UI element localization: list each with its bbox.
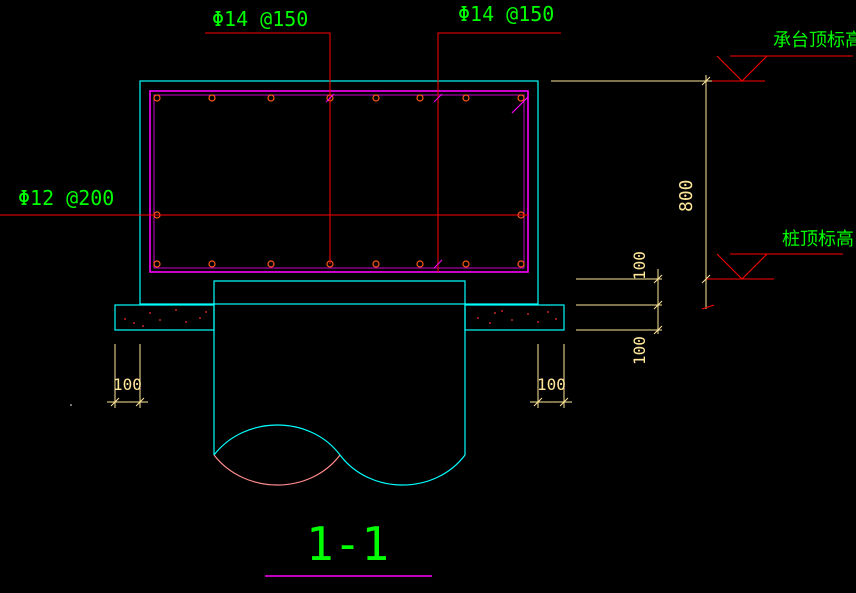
pile-outline — [213, 280, 466, 455]
rebar-dot — [267, 260, 275, 268]
rebar-dot — [462, 94, 470, 102]
bedding-right — [464, 304, 565, 331]
stray-point — [70, 404, 72, 406]
rebar-cage — [149, 90, 529, 273]
bedding-slabs — [114, 304, 565, 331]
top-bar-left-label: Φ14 @150 — [212, 7, 308, 31]
leader-lines — [0, 32, 853, 280]
section-title: 1-1 — [306, 517, 389, 571]
pile-break-right — [339, 454, 466, 486]
rebar-dot — [372, 260, 380, 268]
elevation-markers — [716, 55, 768, 280]
rebar-dot — [416, 94, 424, 102]
rebar-dot — [517, 94, 525, 102]
rebar-dot — [267, 94, 275, 102]
pile-elevation-triangle — [716, 253, 768, 280]
top-bar-right-label: Φ14 @150 — [458, 2, 554, 26]
rebar-dot — [416, 260, 424, 268]
dimensions — [107, 75, 715, 408]
pile-break-lower — [213, 454, 341, 486]
dim-left-bottom-label: 100 — [113, 375, 142, 394]
dim-right-lower-label: 100 — [630, 336, 649, 365]
pile-top-elevation-label: 桩顶标高 — [782, 229, 854, 250]
rebar-dot — [517, 260, 525, 268]
rebar-dot — [208, 94, 216, 102]
tick-mark — [433, 259, 443, 269]
rebar-dot — [208, 260, 216, 268]
rebar-dot — [462, 260, 470, 268]
corner-hook — [511, 96, 529, 114]
dim-right-bottom-label: 100 — [537, 375, 566, 394]
leader-top-left — [205, 32, 331, 264]
cap-top-elevation-label: 承台顶标高 — [773, 30, 856, 51]
dim-height-label: 800 — [676, 179, 697, 212]
tick-mark — [325, 93, 335, 103]
dim-right-upper-label: 100 — [630, 251, 649, 280]
rebar-dot — [153, 94, 161, 102]
pile-break-left — [213, 424, 341, 456]
rebar-dots — [153, 94, 525, 268]
rebar-dot — [372, 94, 380, 102]
leader-top-right — [437, 32, 561, 272]
cap-elevation-triangle — [716, 55, 768, 82]
tick-mark — [433, 93, 443, 103]
pile-cap-outline — [139, 80, 539, 305]
side-bar-label: Φ12 @200 — [18, 186, 114, 210]
rebar-cage-inner — [153, 94, 525, 269]
rebar-dot — [153, 260, 161, 268]
pile — [213, 280, 466, 486]
bedding-left — [114, 304, 215, 331]
